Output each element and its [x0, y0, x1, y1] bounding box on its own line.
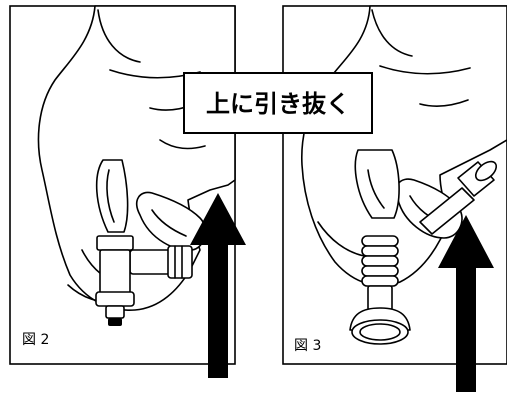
- callout-frame: [183, 72, 373, 134]
- panel-figure-3: 図 3: [282, 5, 507, 392]
- bellows-icon: [361, 235, 399, 287]
- callout-text: 上に引き抜く: [206, 90, 350, 118]
- panel-label: 図 3: [294, 338, 321, 354]
- panel-label: 図 2: [22, 332, 49, 348]
- up-arrow-icon: [190, 193, 246, 378]
- valve-device-icon: [95, 159, 193, 326]
- valve-device-icon: [349, 149, 498, 345]
- panel-figure-2: 図 2: [9, 5, 246, 378]
- callout-box: 上に引き抜く: [183, 72, 373, 134]
- up-arrow-icon: [438, 215, 494, 392]
